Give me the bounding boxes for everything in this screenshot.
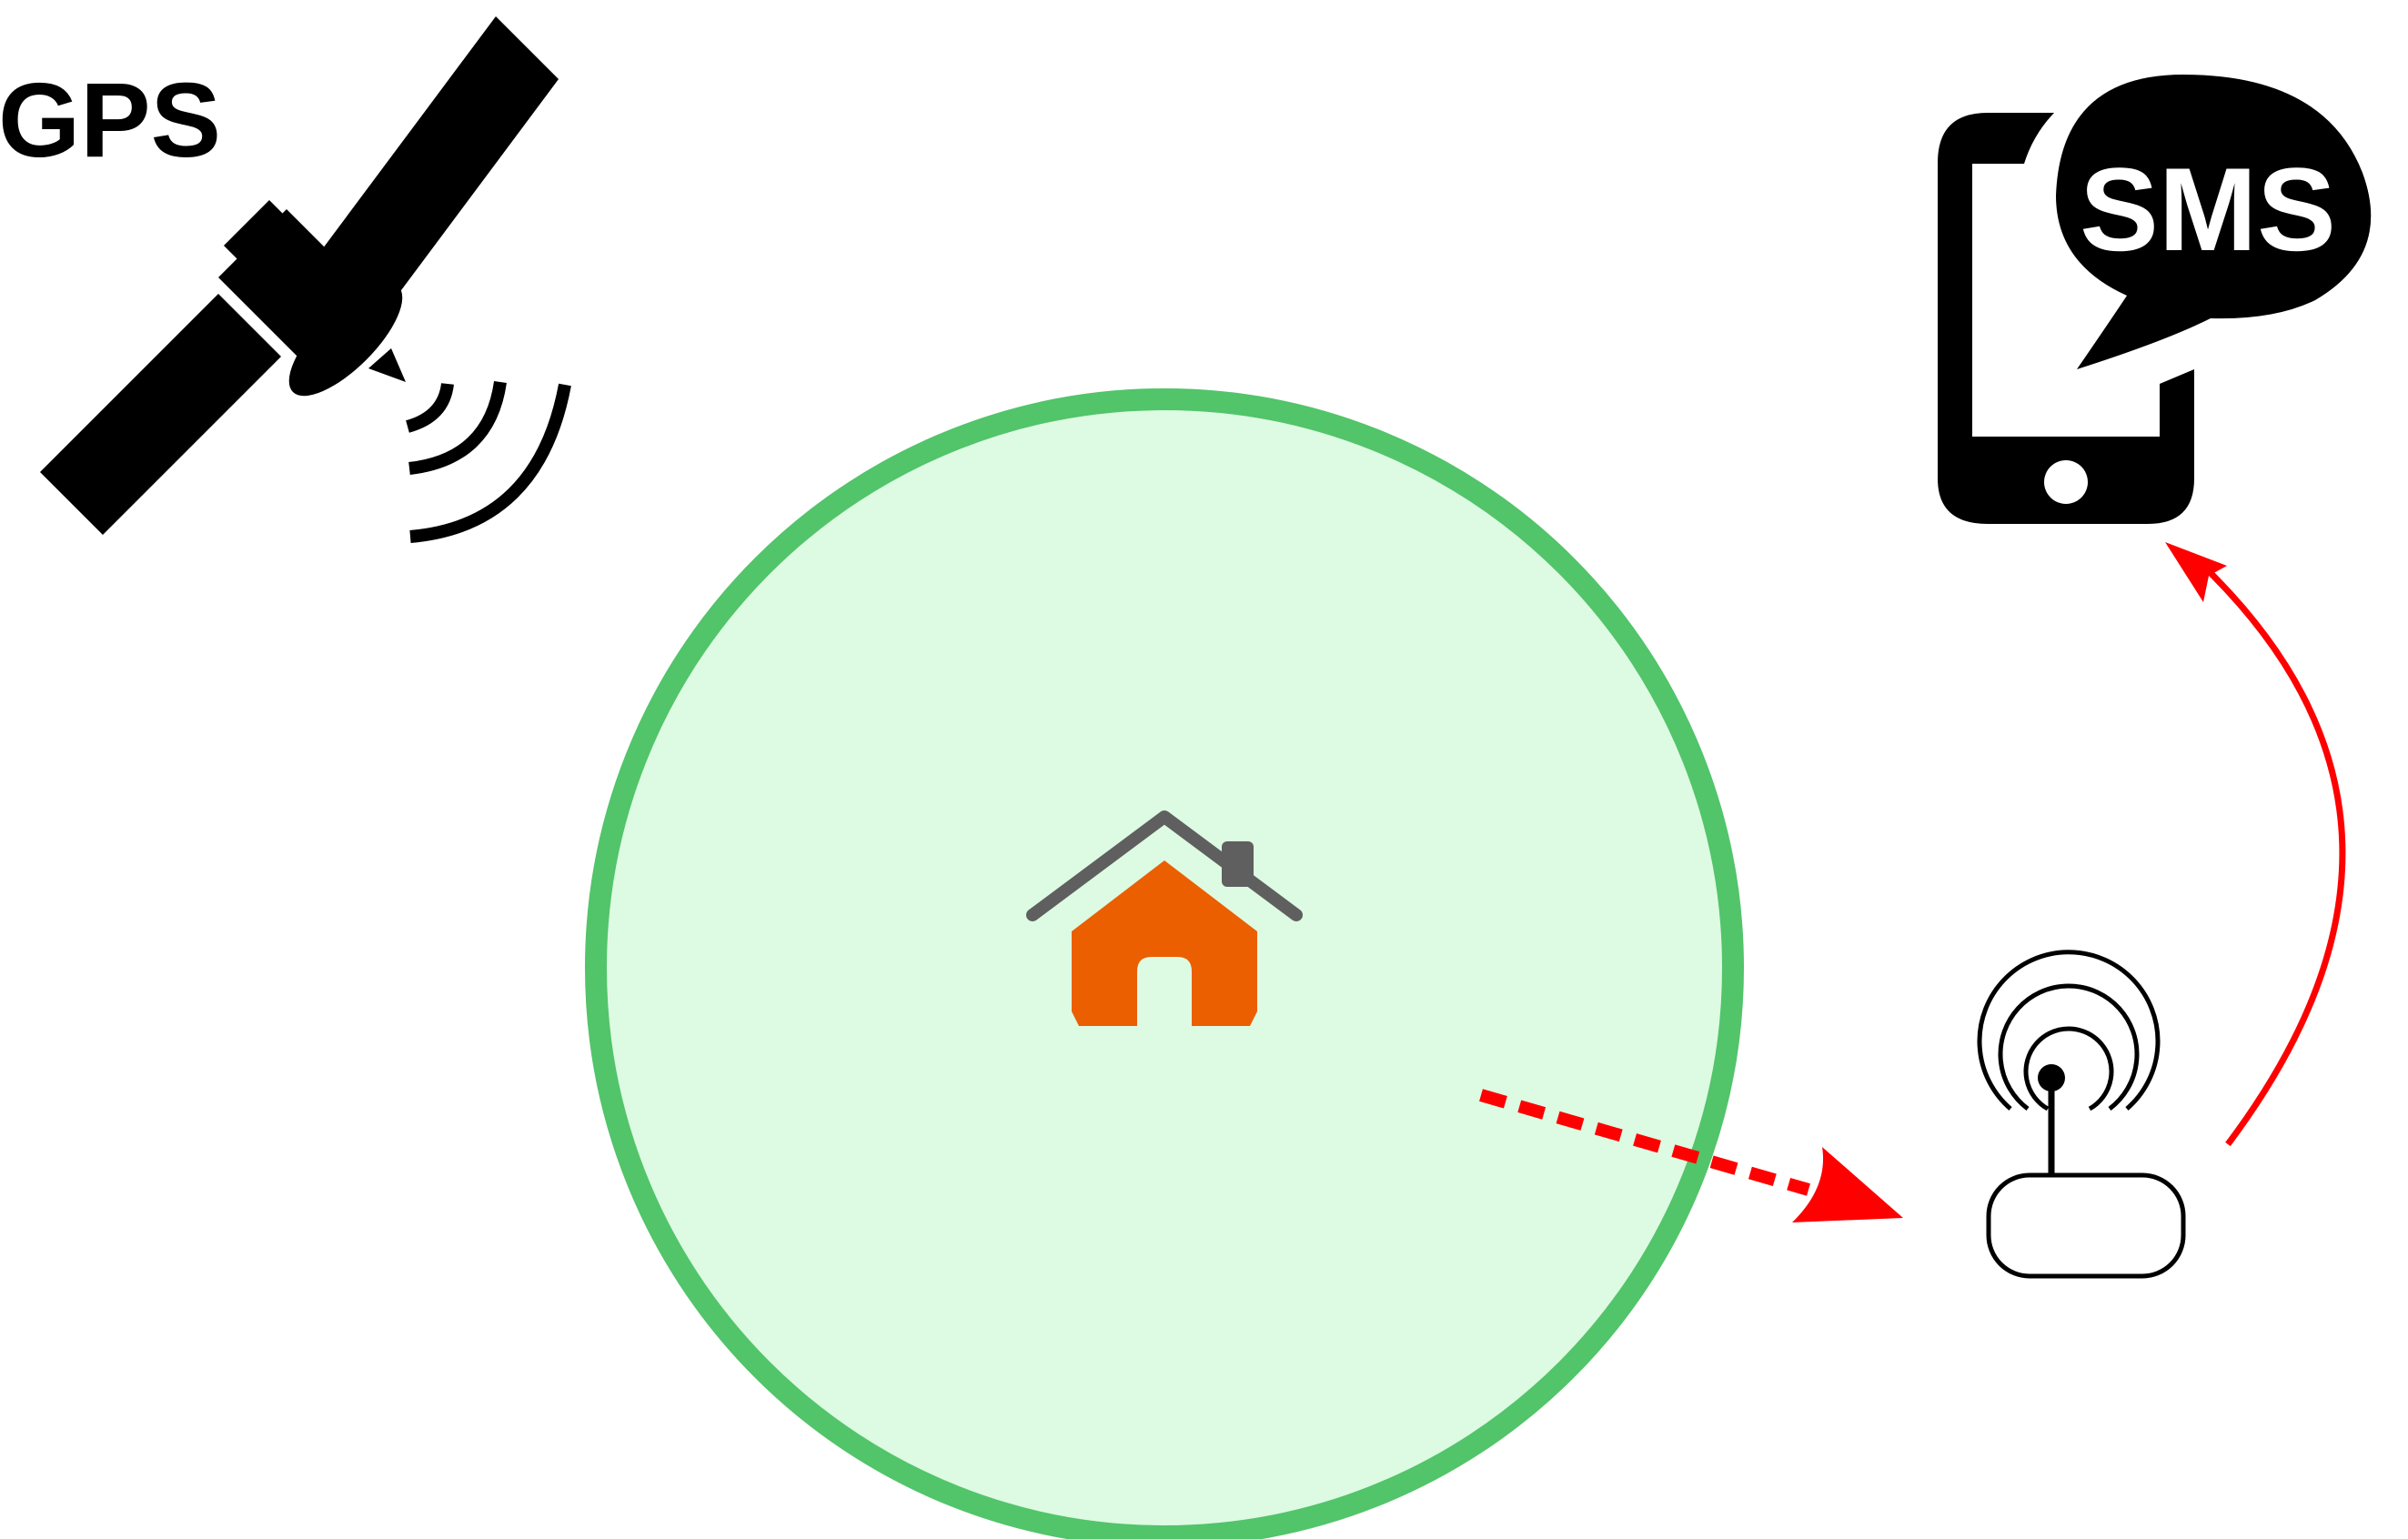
speech-bubble-icon: SMS bbox=[2056, 75, 2372, 369]
mobile-phone-icon bbox=[1938, 113, 2194, 524]
house-icon bbox=[1026, 810, 1303, 1026]
gps-signal-icon bbox=[405, 380, 571, 543]
phone-home-button bbox=[2044, 460, 2088, 504]
sms-send-arrow bbox=[2165, 542, 2346, 1147]
satellite-icon bbox=[40, 16, 559, 535]
wireless-router-icon bbox=[1977, 950, 2186, 1279]
alert-signal-arrow bbox=[1479, 1089, 1903, 1222]
geofence-circle bbox=[585, 388, 1744, 1539]
gps-label: GPS bbox=[0, 61, 221, 179]
sms-label: SMS bbox=[2080, 143, 2336, 276]
